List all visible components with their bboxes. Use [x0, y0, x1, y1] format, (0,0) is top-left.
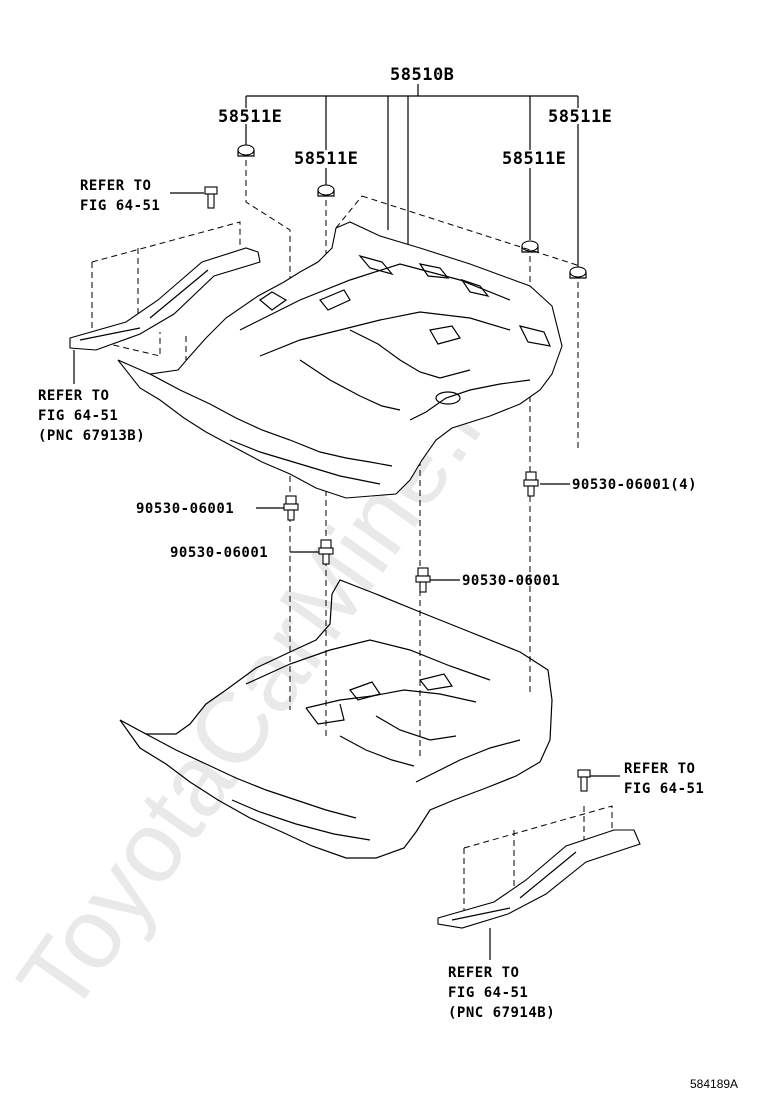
assembly-label: 58510B — [390, 65, 454, 85]
ref-right-bolt-line1: REFER TO — [624, 761, 695, 777]
ref-right-rail-line2: FIG 64-51 — [448, 985, 528, 1001]
figure-code: 584189A — [690, 1077, 738, 1091]
ref-right-rail-line1: REFER TO — [448, 965, 519, 981]
ref-top-left-line2: FIG 64-51 — [80, 198, 160, 214]
ref-top-left-line1: REFER TO — [80, 178, 151, 194]
hole-plug-icon — [237, 144, 255, 157]
hole-plug-icon — [569, 266, 587, 279]
plug-mid-left-label: 58511E — [294, 149, 358, 169]
clip-icon — [283, 495, 299, 521]
clip-center-left-label: 90530-06001 — [170, 545, 268, 561]
plug-mid-right-label: 58511E — [502, 149, 566, 169]
clip-icon — [318, 539, 334, 565]
ref-right-bolt-line2: FIG 64-51 — [624, 781, 704, 797]
bolt-icon — [204, 186, 218, 209]
ref-left-rail-line3: (PNC 67913B) — [38, 428, 145, 444]
bolt-icon — [577, 769, 591, 792]
clip-center-label: 90530-06001 — [462, 573, 560, 589]
ref-left-rail-line2: FIG 64-51 — [38, 408, 118, 424]
left-side-rail — [69, 221, 261, 360]
hole-plug-icon — [521, 240, 539, 253]
right-side-rail — [437, 805, 641, 929]
ref-right-rail-line3: (PNC 67914B) — [448, 1005, 555, 1021]
clip-left-label: 90530-06001 — [136, 501, 234, 517]
vehicle-floor-body — [119, 579, 553, 859]
assembly-leaders — [245, 84, 579, 268]
floor-silencer-assembly — [117, 195, 581, 499]
hole-plug-icon — [317, 184, 335, 197]
clip-icon — [415, 567, 431, 593]
ref-left-rail-line1: REFER TO — [38, 388, 109, 404]
clip-icon — [523, 471, 539, 497]
plug-left-label: 58511E — [218, 107, 282, 127]
plug-right-label: 58511E — [548, 107, 612, 127]
clip-right-label: 90530-06001(4) — [572, 477, 697, 493]
